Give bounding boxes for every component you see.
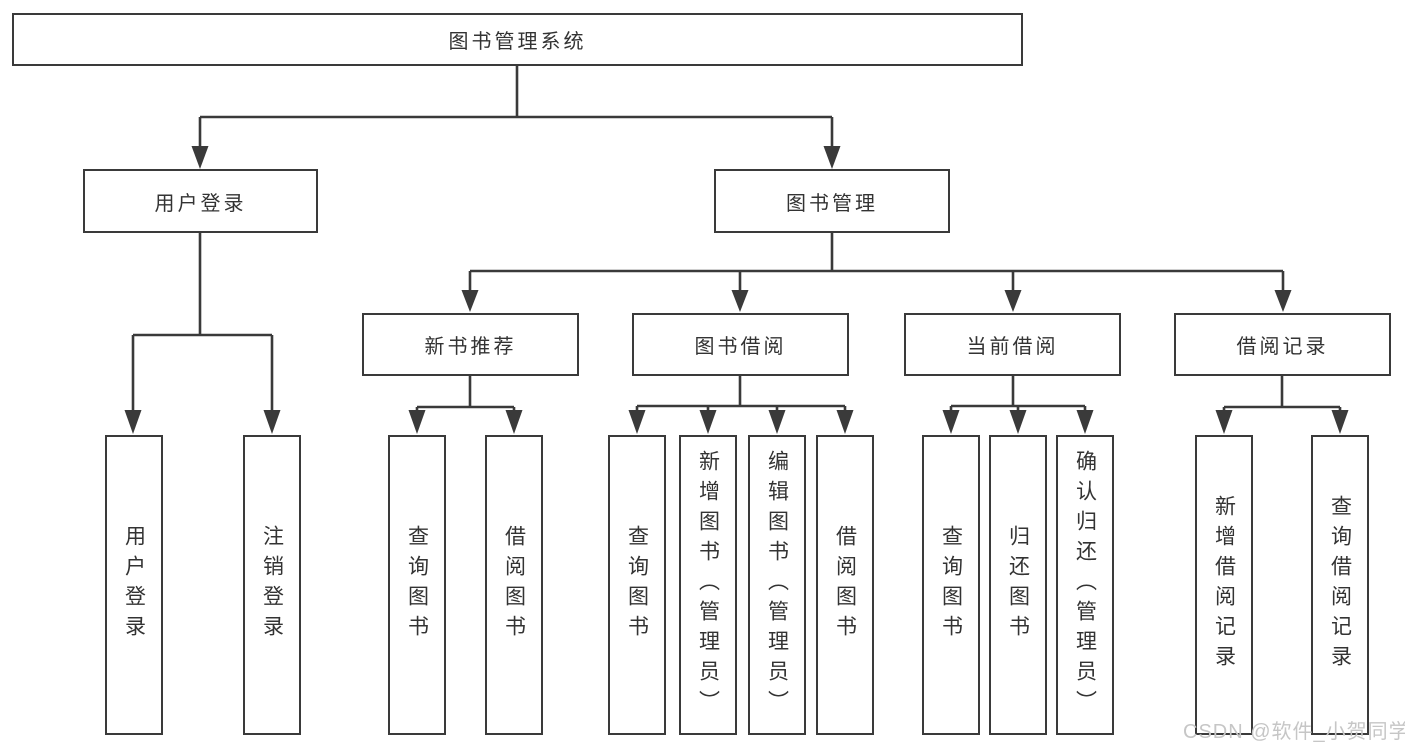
leaf-user-login: 用户登录 — [105, 435, 163, 735]
arrowhead-icon — [1009, 410, 1027, 434]
node-current-borrow-label: 当前借阅 — [966, 336, 1059, 358]
arrowhead-icon — [768, 410, 786, 434]
leaf-edit-books-admin: 编辑图书（管理员） — [748, 435, 806, 735]
leaf-confirm-return-admin: 确认归还（管理员） — [1056, 435, 1114, 735]
leaf-return-books: 归还图书 — [989, 435, 1047, 735]
arrowhead-icon — [731, 290, 749, 312]
arrowhead-icon — [699, 410, 717, 434]
leaf-logout-label: 注销登录 — [260, 525, 284, 645]
arrowhead-icon — [408, 410, 426, 434]
node-book-borrow: 图书借阅 — [632, 313, 849, 376]
connector-line — [949, 376, 1087, 411]
connector-new-book-recommend — [408, 376, 523, 434]
leaf-borrow-books-label: 借阅图书 — [833, 525, 857, 645]
arrowhead-icon — [1215, 410, 1233, 434]
connector-line — [198, 66, 834, 147]
connector-line — [1222, 376, 1342, 411]
connector-book-borrow — [628, 376, 854, 434]
arrowhead-icon — [1076, 410, 1094, 434]
leaf-borrow-books: 借阅图书 — [816, 435, 874, 735]
leaf-return-books-label: 归还图书 — [1006, 525, 1030, 645]
connector-current-borrow — [942, 376, 1094, 434]
leaf-query-borrow-record: 查询借阅记录 — [1311, 435, 1369, 735]
connector-borrow-records — [1215, 376, 1349, 434]
leaf-add-books-admin-label: 新增图书（管理员） — [696, 450, 720, 720]
csdn-watermark: CSDN @软件_小贺同学 — [1183, 721, 1405, 743]
leaf-query-books-borrow: 查询图书 — [608, 435, 666, 735]
leaf-query-books-current: 查询图书 — [922, 435, 980, 735]
leaf-confirm-return-admin-label: 确认归还（管理员） — [1073, 450, 1097, 720]
leaf-logout: 注销登录 — [243, 435, 301, 735]
node-borrow-records-label: 借阅记录 — [1236, 336, 1329, 358]
arrowhead-icon — [1274, 290, 1292, 312]
arrowhead-icon — [1331, 410, 1349, 434]
leaf-borrow-books-recommend: 借阅图书 — [485, 435, 543, 735]
arrowhead-icon — [263, 410, 281, 434]
connector-line — [415, 376, 516, 411]
leaf-add-borrow-record: 新增借阅记录 — [1195, 435, 1253, 735]
leaf-query-books-recommend-label: 查询图书 — [405, 525, 429, 645]
connector-line — [131, 233, 274, 411]
arrowhead-icon — [823, 146, 841, 169]
connector-user-login — [124, 233, 281, 434]
arrowhead-icon — [124, 410, 142, 434]
connector-line — [468, 233, 1285, 291]
arrowhead-icon — [191, 146, 209, 169]
leaf-query-borrow-record-label: 查询借阅记录 — [1328, 495, 1352, 675]
arrowhead-icon — [628, 410, 646, 434]
leaf-query-books-recommend: 查询图书 — [388, 435, 446, 735]
leaf-user-login-label: 用户登录 — [122, 525, 146, 645]
node-user-login: 用户登录 — [83, 169, 318, 233]
leaf-edit-books-admin-label: 编辑图书（管理员） — [765, 450, 789, 720]
connector-root — [191, 66, 841, 169]
node-current-borrow: 当前借阅 — [904, 313, 1121, 376]
arrowhead-icon — [1004, 290, 1022, 312]
arrowhead-icon — [942, 410, 960, 434]
node-book-borrow-label: 图书借阅 — [694, 336, 787, 358]
leaf-query-books-borrow-label: 查询图书 — [625, 525, 649, 645]
leaf-add-borrow-record-label: 新增借阅记录 — [1212, 495, 1236, 675]
node-root-label: 图书管理系统 — [448, 31, 587, 53]
arrowhead-icon — [505, 410, 523, 434]
leaf-add-books-admin: 新增图书（管理员） — [679, 435, 737, 735]
leaf-query-books-current-label: 查询图书 — [939, 525, 963, 645]
node-new-book-recommend-label: 新书推荐 — [424, 336, 517, 358]
leaf-borrow-books-recommend-label: 借阅图书 — [502, 525, 526, 645]
arrowhead-icon — [836, 410, 854, 434]
node-borrow-records: 借阅记录 — [1174, 313, 1391, 376]
node-root: 图书管理系统 — [12, 13, 1023, 66]
node-book-management-label: 图书管理 — [786, 192, 878, 215]
node-user-login-label: 用户登录 — [154, 192, 247, 215]
node-book-management: 图书管理 — [714, 169, 950, 233]
connector-book-management — [461, 233, 1292, 312]
connector-line — [635, 376, 847, 411]
arrowhead-icon — [461, 290, 479, 312]
node-new-book-recommend: 新书推荐 — [362, 313, 579, 376]
